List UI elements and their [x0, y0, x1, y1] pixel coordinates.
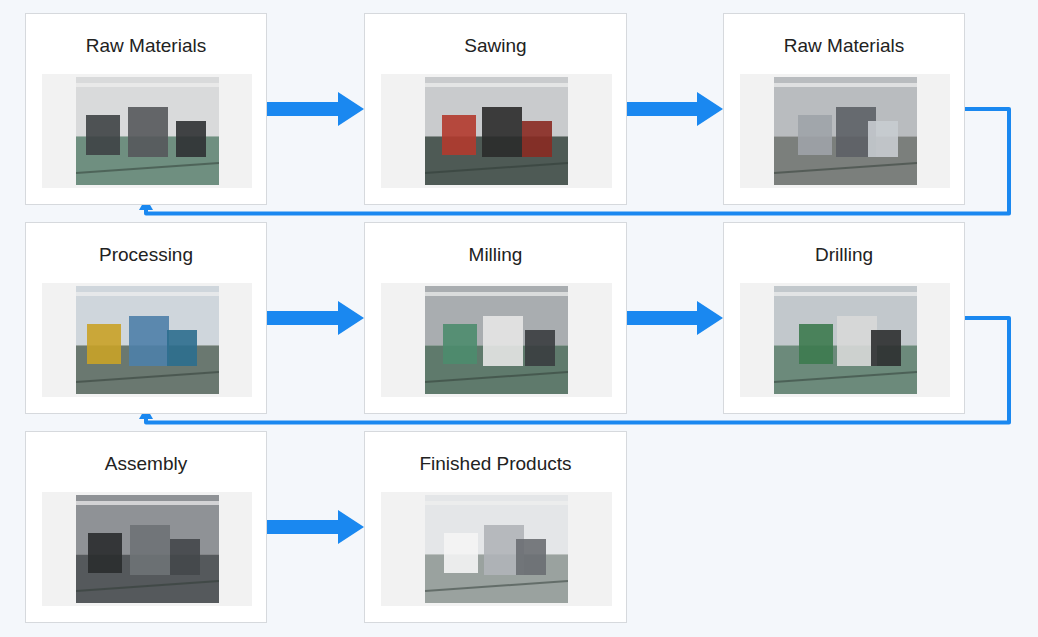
flow-arrow — [627, 102, 697, 116]
step-title: Sawing — [365, 34, 626, 58]
process-box: Assembly — [25, 431, 267, 623]
step-photo — [381, 492, 612, 606]
process-box: Milling — [364, 222, 627, 414]
step-photo — [740, 283, 950, 397]
photo-illustration — [76, 286, 219, 394]
process-box: Raw Materials — [723, 13, 965, 205]
photo-illustration — [425, 286, 568, 394]
step-photo — [42, 283, 252, 397]
photo-illustration — [774, 286, 917, 394]
photo-illustration — [76, 495, 219, 603]
flow-arrow — [267, 102, 338, 116]
process-box: Sawing — [364, 13, 627, 205]
flow-arrow — [627, 311, 697, 325]
step-title: Raw Materials — [724, 34, 964, 58]
process-box: Processing — [25, 222, 267, 414]
step-title: Finished Products — [365, 452, 626, 476]
step-title: Processing — [26, 243, 266, 267]
flow-arrow — [267, 311, 338, 325]
photo-illustration — [425, 495, 568, 603]
step-title: Drilling — [724, 243, 964, 267]
step-title: Assembly — [26, 452, 266, 476]
step-photo — [42, 492, 252, 606]
photo-illustration — [774, 77, 917, 185]
photo-illustration — [76, 77, 219, 185]
process-box: Drilling — [723, 222, 965, 414]
process-box: Raw Materials — [25, 13, 267, 205]
flow-arrow — [267, 520, 338, 534]
step-photo — [42, 74, 252, 188]
step-title: Milling — [365, 243, 626, 267]
step-photo — [381, 283, 612, 397]
process-box: Finished Products — [364, 431, 627, 623]
step-title: Raw Materials — [26, 34, 266, 58]
photo-illustration — [425, 77, 568, 185]
step-photo — [740, 74, 950, 188]
step-photo — [381, 74, 612, 188]
